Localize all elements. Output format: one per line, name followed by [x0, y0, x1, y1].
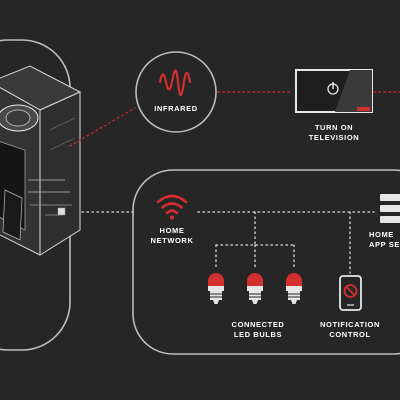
- infrared-label-text: INFRARED: [154, 104, 198, 113]
- notification-control-label: NOTIFICATION CONTROL: [312, 320, 388, 339]
- infrared-circle: [135, 51, 217, 133]
- home-network-label: HOME NETWORK: [142, 226, 202, 245]
- led-bulb-icon: [286, 273, 302, 304]
- app-server-line2: APP SE: [369, 239, 400, 249]
- home-network-line2: NETWORK: [150, 235, 194, 245]
- home-hub-device-illustration: [0, 65, 82, 256]
- home-app-server-label: HOME APP SE: [369, 230, 400, 249]
- turn-on-television-label: TURN ON TELEVISION: [294, 123, 374, 142]
- infrared-wave-icon: [158, 69, 192, 96]
- turn-on-text: TURN ON: [314, 123, 354, 132]
- bulbs-line1: CONNECTED: [231, 320, 285, 329]
- connected-led-bulbs-label: CONNECTED LED BULBS: [222, 320, 294, 339]
- network-panel: [132, 169, 400, 355]
- notification-line1: NOTIFICATION: [320, 320, 380, 329]
- wifi-icon: [156, 194, 188, 220]
- bulbs-line2: LED BULBS: [233, 329, 283, 339]
- infrared-label: INFRARED: [146, 104, 206, 114]
- notification-line2: CONTROL: [329, 329, 371, 339]
- led-bulb-icon: [247, 273, 263, 304]
- server-stack-icon: [380, 194, 400, 223]
- television-power-icon: [295, 69, 373, 113]
- phone-notification-icon: [339, 275, 362, 311]
- television-text: TELEVISION: [308, 132, 360, 142]
- home-network-line1: HOME: [159, 226, 185, 235]
- bulb-link-dots: [215, 211, 295, 269]
- led-bulb-icon: [208, 273, 224, 304]
- app-server-line1: HOME: [369, 230, 394, 239]
